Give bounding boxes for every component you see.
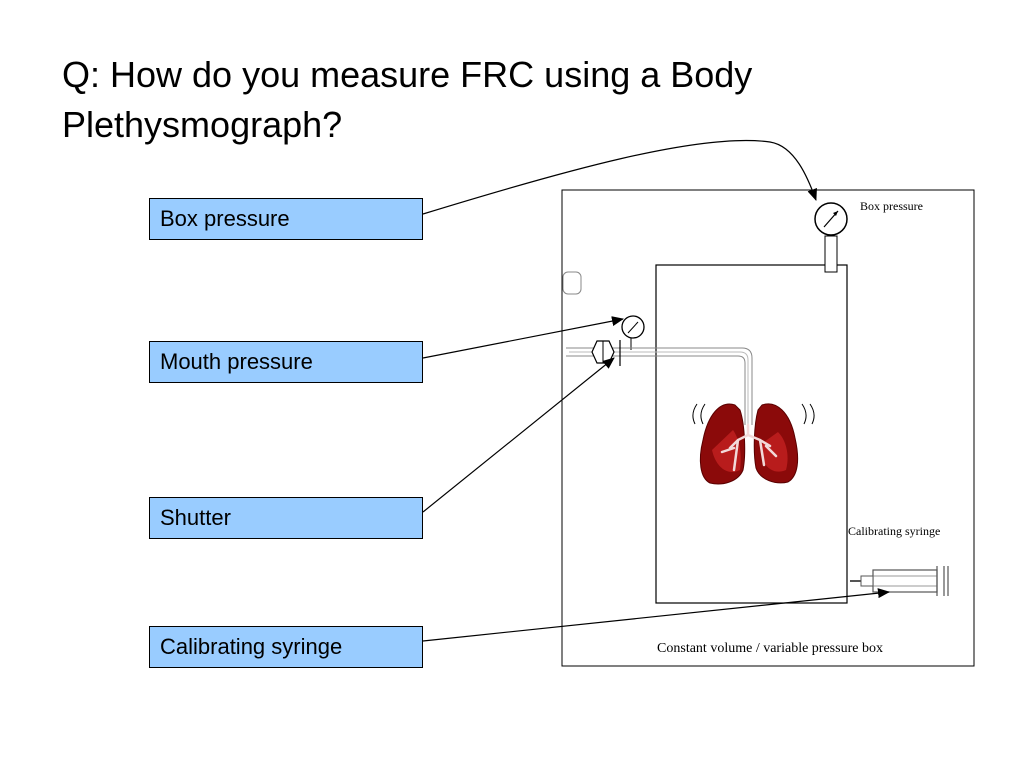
mouth-pressure-gauge — [621, 315, 645, 350]
box-pressure-gauge — [814, 202, 848, 273]
lungs-icon — [692, 403, 815, 485]
breathing-tube — [566, 347, 753, 425]
box-port — [562, 271, 582, 295]
box-caption: Constant volume / variable pressure box — [657, 641, 883, 656]
arrow-box-pressure — [422, 139, 817, 215]
label-shutter: Shutter — [149, 497, 423, 539]
calibrating-syringe-icon — [850, 566, 949, 596]
box-pressure-caption: Box pressure — [860, 199, 923, 213]
arrow-shutter — [422, 357, 615, 513]
arrow-mouth-pressure — [422, 316, 624, 359]
label-mouth-pressure: Mouth pressure — [149, 341, 423, 383]
calibrating-syringe-caption: Calibrating syringe — [848, 524, 940, 538]
arrow-calibrating-syringe — [422, 588, 890, 642]
label-calibrating-syringe: Calibrating syringe — [149, 626, 423, 668]
label-box-pressure: Box pressure — [149, 198, 423, 240]
slide-title: Q: How do you measure FRC using a Body P… — [62, 54, 753, 145]
inner-box — [655, 264, 848, 604]
